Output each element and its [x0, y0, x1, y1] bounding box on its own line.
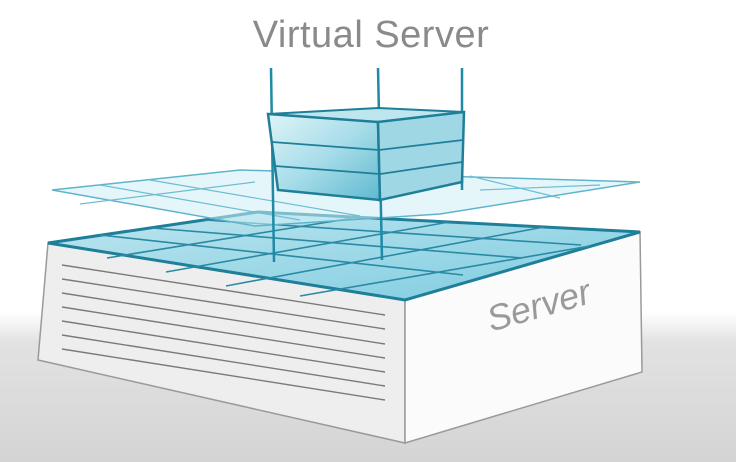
virtual-server-label: Virtual Server [252, 14, 490, 56]
virtual-server-divider-lines [271, 139, 464, 175]
server-top-face [47, 210, 641, 302]
virtual-grid-plane [51, 169, 641, 227]
virtual-grid-plane-lines [79, 175, 601, 221]
server-vent-lines [61, 264, 386, 401]
virtual-server-front [266, 112, 382, 202]
